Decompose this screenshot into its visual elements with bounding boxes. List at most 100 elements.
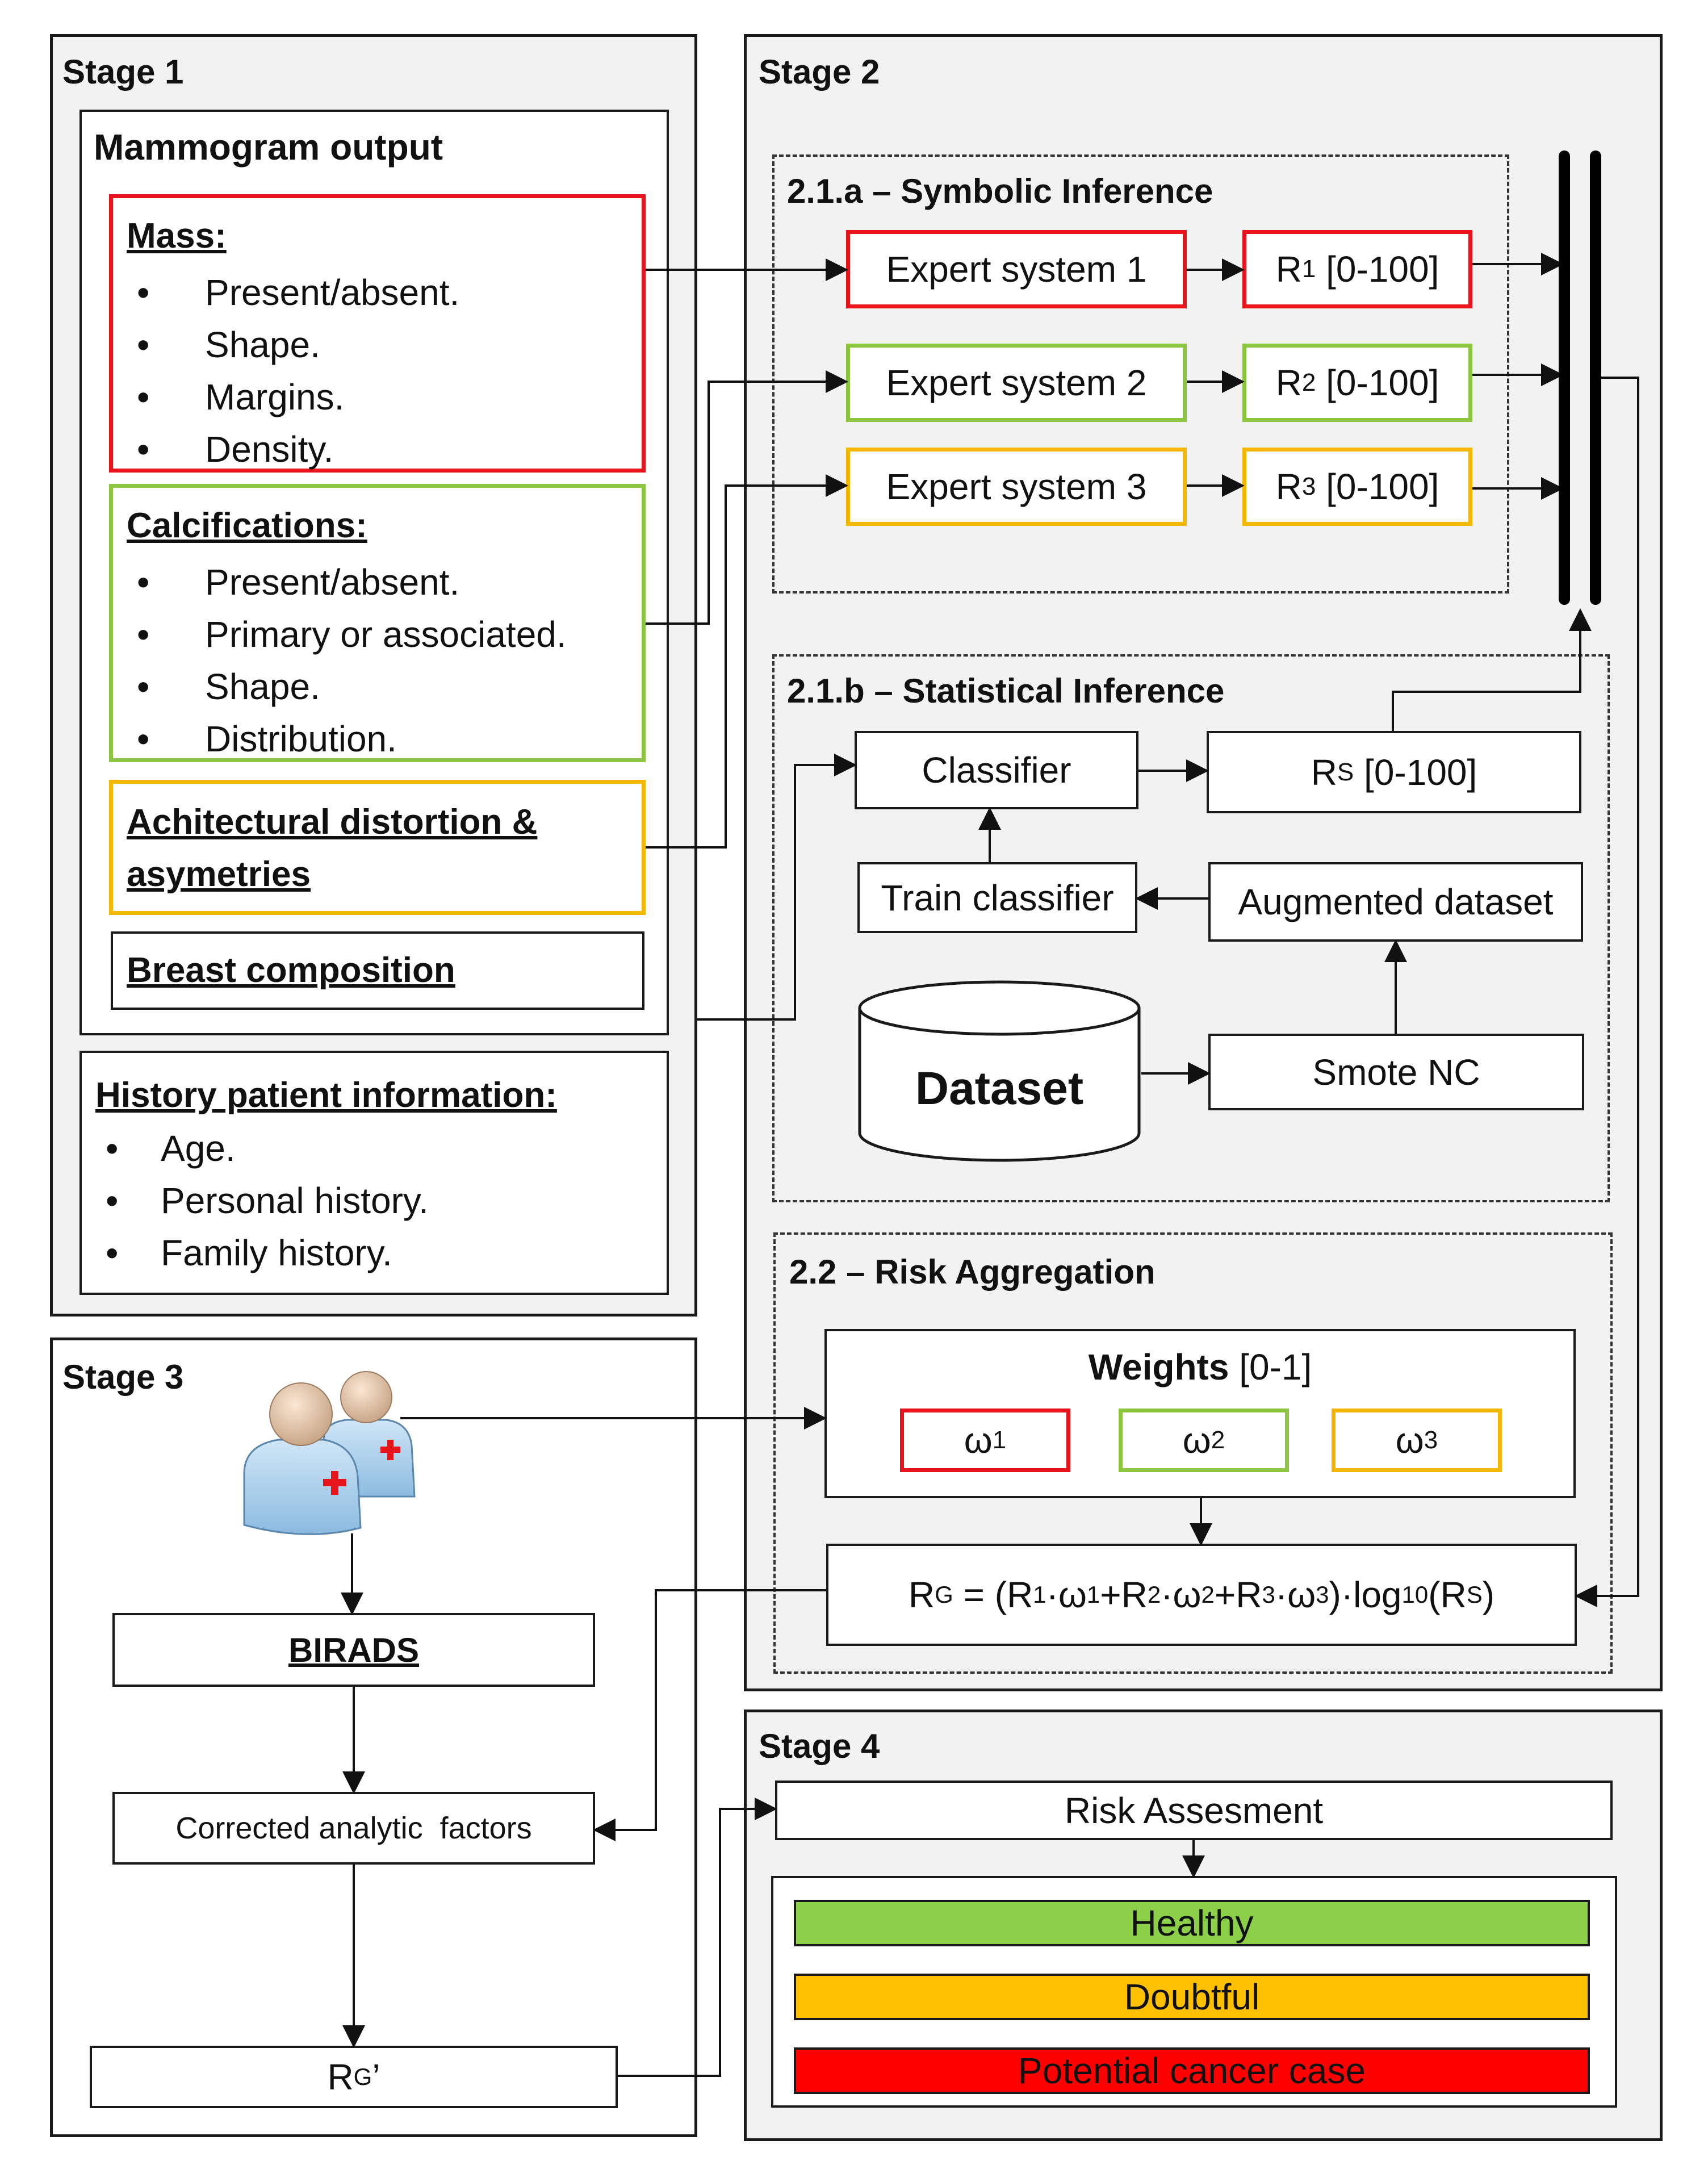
statistical-inference-title: 2.1.b – Statistical Inference xyxy=(787,672,1225,710)
formula-sub: G xyxy=(935,1581,953,1608)
r1-range: [0-100] xyxy=(1316,249,1439,290)
rg-prime-main: R xyxy=(327,2057,354,2097)
breast-composition-label: Breast composition xyxy=(127,951,455,990)
omega-2-sub: 2 xyxy=(1211,1426,1225,1454)
formula-part: ·ω xyxy=(1046,1574,1087,1615)
omega-3-main: ω xyxy=(1395,1420,1424,1461)
calcifications-heading: Calcifications: xyxy=(127,506,367,545)
formula-sub: 3 xyxy=(1316,1581,1329,1608)
omega-1-sub: 1 xyxy=(992,1426,1007,1454)
arrow-formula-to-corrected xyxy=(593,1589,826,1841)
risk-level-healthy: Healthy xyxy=(794,1900,1590,1946)
expert-system-1: Expert system 1 xyxy=(846,230,1187,308)
rs-range: [0-100] xyxy=(1354,751,1477,793)
omega-3-sub: 3 xyxy=(1424,1426,1438,1454)
mass-item: Present/absent. xyxy=(127,266,630,319)
history-heading: History patient information: xyxy=(95,1076,557,1115)
calcifications-item: Distribution. xyxy=(127,713,630,765)
mass-box: Mass: Present/absent. Shape. Margins. De… xyxy=(109,194,646,475)
distortion-box: Achitectural distortion & asymetries xyxy=(109,780,646,915)
formula-sub: 2 xyxy=(1201,1581,1215,1608)
calcifications-list: Present/absent. Primary or associated. S… xyxy=(127,556,630,765)
formula-sub: 2 xyxy=(1147,1581,1161,1608)
risk-assessment-box: Risk Assesment xyxy=(775,1781,1613,1840)
weights-label: Weights xyxy=(1088,1347,1229,1387)
doctors-icon xyxy=(243,1371,416,1535)
formula-sub: S xyxy=(1466,1581,1483,1608)
stage-1-title: Stage 1 xyxy=(62,53,184,91)
symbolic-inference-title: 2.1.a – Symbolic Inference xyxy=(787,172,1213,210)
mass-item: Margins. xyxy=(127,371,630,423)
mass-item: Shape. xyxy=(127,319,630,371)
calcifications-box: Calcifications: Present/absent. Primary … xyxy=(109,484,646,765)
mass-list: Present/absent. Shape. Margins. Density. xyxy=(127,266,630,475)
arrow-bus-to-formula xyxy=(1575,377,1639,1607)
risk-level-potential-cancer: Potential cancer case xyxy=(794,2047,1590,2094)
formula-sub: 10 xyxy=(1401,1581,1429,1608)
stage-3-title: Stage 3 xyxy=(62,1358,184,1396)
formula-part: )·log xyxy=(1329,1574,1402,1615)
formula-part: +R xyxy=(1214,1574,1262,1615)
arrow-rs-to-bus xyxy=(1392,608,1592,731)
formula-sub: 1 xyxy=(1033,1581,1046,1608)
train-classifier-box: Train classifier xyxy=(857,862,1137,933)
birads-label: BIRADS xyxy=(288,1631,419,1669)
formula-part: ) xyxy=(1482,1574,1495,1615)
weights-heading: Weights [0-1] xyxy=(824,1346,1576,1388)
history-list: Age. Personal history. Family history. xyxy=(95,1122,655,1279)
mass-item: Density. xyxy=(127,423,630,475)
formula-part: (R xyxy=(1428,1574,1467,1615)
risk-aggregation-title: 2.2 – Risk Aggregation xyxy=(789,1253,1156,1291)
distortion-heading-line2: asymetries xyxy=(127,855,311,894)
calcifications-item: Present/absent. xyxy=(127,556,630,608)
arrow-mammogram-to-classifier xyxy=(697,754,857,1021)
smote-nc-box: Smote NC xyxy=(1208,1034,1584,1110)
expert-system-3: Expert system 3 xyxy=(846,448,1187,526)
mass-heading: Mass: xyxy=(127,216,227,256)
formula-part: +R xyxy=(1100,1574,1148,1615)
history-item: Family history. xyxy=(95,1227,655,1279)
stage-4-title: Stage 4 xyxy=(759,1727,880,1765)
r1-main: R xyxy=(1275,249,1302,290)
formula-sub: 1 xyxy=(1086,1581,1100,1608)
formula-sub: 3 xyxy=(1262,1581,1275,1608)
formula-part: R xyxy=(908,1574,935,1615)
dataset-cylinder-icon xyxy=(858,980,1141,1162)
calcifications-item: Primary or associated. xyxy=(127,608,630,661)
arrow-calc-to-expert2 xyxy=(646,370,848,625)
r3-range: [0-100] xyxy=(1316,466,1439,507)
arrow-rgprime-to-assessment xyxy=(618,1798,777,2077)
history-panel: History patient information: Age. Person… xyxy=(79,1051,669,1295)
r2-sub: 2 xyxy=(1301,369,1316,396)
rg-prime-suffix: ’ xyxy=(372,2057,380,2097)
statistical-inference-panel xyxy=(772,654,1610,1202)
r3-sub: 3 xyxy=(1301,473,1316,500)
rs-sub: S xyxy=(1337,758,1354,786)
formula-part: ·ω xyxy=(1161,1574,1202,1615)
distortion-heading-line1: Achitectural distortion & xyxy=(127,803,538,842)
arrow-distortion-to-expert3 xyxy=(646,474,848,849)
omega-1-main: ω xyxy=(964,1420,993,1461)
r2-range: [0-100] xyxy=(1316,362,1439,403)
history-item: Age. xyxy=(95,1122,655,1175)
corrected-factors-box: Corrected analytic factors xyxy=(112,1792,595,1865)
history-item: Personal history. xyxy=(95,1175,655,1227)
breast-composition-box: Breast composition xyxy=(111,931,644,1010)
dataset-label: Dataset xyxy=(915,1063,1084,1114)
omega-2-main: ω xyxy=(1182,1420,1211,1461)
calcifications-item: Shape. xyxy=(127,661,630,713)
r1-sub: 1 xyxy=(1301,255,1316,283)
rs-main: R xyxy=(1311,751,1337,793)
expert-system-2: Expert system 2 xyxy=(846,344,1187,422)
rg-prime-sub: G xyxy=(353,2063,372,2090)
formula-part: ·ω xyxy=(1275,1574,1316,1615)
